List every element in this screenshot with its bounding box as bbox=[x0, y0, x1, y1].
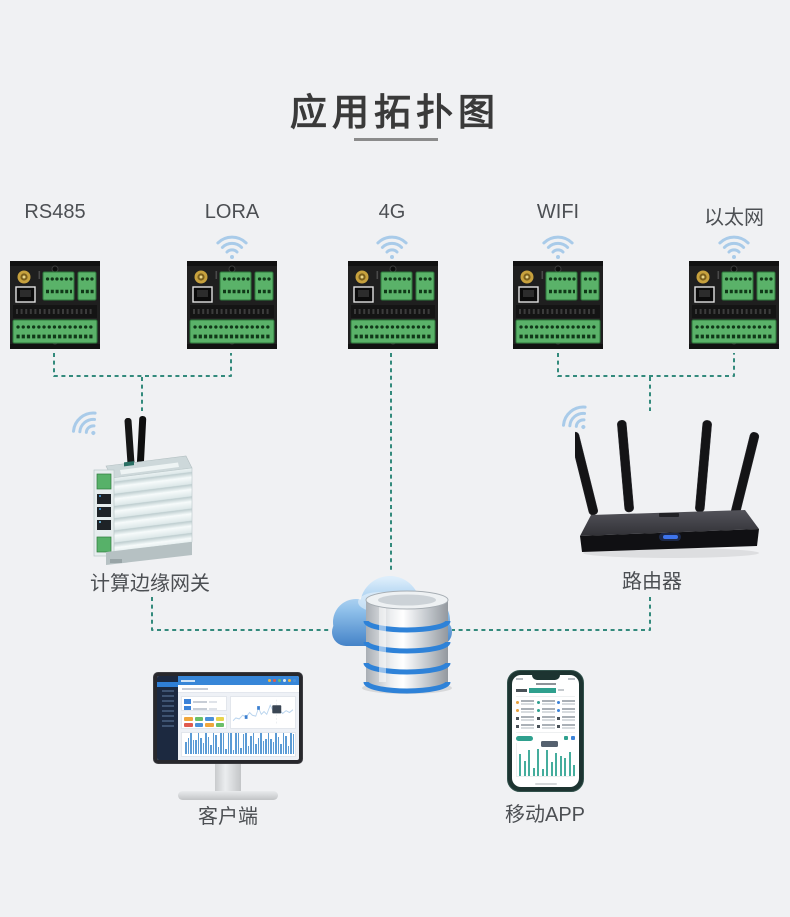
line-chart bbox=[232, 699, 294, 726]
monitor-stand bbox=[215, 764, 241, 794]
mobile-bar-chart bbox=[517, 743, 575, 776]
device-wifi bbox=[512, 258, 604, 352]
bar-chart-panel bbox=[181, 732, 296, 757]
device-4g bbox=[347, 258, 439, 352]
device-rs485 bbox=[9, 258, 101, 352]
mobile-stat-grid bbox=[516, 695, 575, 733]
database-stack bbox=[362, 590, 452, 694]
monitor-base bbox=[178, 791, 278, 800]
dashboard-sidebar bbox=[157, 676, 178, 760]
client-label: 客户端 bbox=[198, 806, 258, 828]
device-lora bbox=[186, 258, 278, 352]
io-controller-icon bbox=[10, 261, 100, 349]
client-color-grid bbox=[182, 715, 226, 728]
io-controller-icon bbox=[513, 261, 603, 349]
gateway-label: 计算边缘网关 bbox=[90, 573, 210, 595]
io-controller-icon bbox=[348, 261, 438, 349]
topbar-status-dots bbox=[268, 679, 296, 682]
phone-frame bbox=[507, 670, 584, 792]
client-sidebar-menu bbox=[157, 690, 178, 727]
edge-gateway-icon bbox=[93, 416, 193, 565]
app-header bbox=[535, 682, 556, 685]
chart-tooltip bbox=[541, 741, 558, 747]
app-chart bbox=[516, 741, 575, 777]
wifi-signal-icon bbox=[561, 405, 587, 429]
protocol-label-ethernet: 以太网 bbox=[704, 207, 764, 229]
desktop-client bbox=[153, 672, 303, 800]
protocol-label-lora: LORA bbox=[204, 201, 260, 223]
io-controller-icon bbox=[187, 261, 277, 349]
mobile-app-phone bbox=[507, 670, 584, 792]
home-indicator bbox=[534, 782, 557, 785]
wifi-signal-icon bbox=[71, 411, 97, 435]
phone-status-bar bbox=[516, 678, 575, 680]
dashboard-topbar bbox=[178, 676, 299, 685]
monitor-bezel bbox=[153, 672, 303, 764]
status-grid-panel bbox=[181, 714, 227, 729]
dashboard-screen bbox=[157, 676, 299, 760]
phone-notch bbox=[531, 675, 560, 680]
dashboard-breadcrumb-strip bbox=[178, 685, 299, 693]
wifi-signal-icon bbox=[718, 235, 750, 259]
sidebar-active-item bbox=[157, 682, 178, 687]
app-hero-value bbox=[516, 688, 575, 693]
router-label: 路由器 bbox=[622, 571, 682, 593]
wifi-signal-icon bbox=[216, 235, 248, 259]
device-ethernet bbox=[688, 258, 780, 352]
client-bar-chart bbox=[182, 733, 295, 756]
stat-panel bbox=[181, 696, 227, 711]
cloud-database-icon bbox=[332, 576, 452, 694]
line-chart-panel bbox=[230, 696, 296, 729]
protocol-label-4g: 4G bbox=[378, 201, 406, 223]
page-title: 应用拓扑图 bbox=[290, 92, 500, 133]
wifi-signal-icon bbox=[376, 235, 408, 259]
title-underline bbox=[354, 138, 438, 141]
router-icon bbox=[575, 419, 760, 558]
wifi-signal-icon bbox=[542, 235, 574, 259]
app-button-row bbox=[516, 735, 575, 741]
mobile-label: 移动APP bbox=[504, 804, 586, 826]
io-controller-icon bbox=[689, 261, 779, 349]
protocol-label-wifi: WIFI bbox=[536, 201, 580, 223]
app-screen bbox=[512, 675, 579, 787]
protocol-label-rs485: RS485 bbox=[24, 201, 86, 223]
